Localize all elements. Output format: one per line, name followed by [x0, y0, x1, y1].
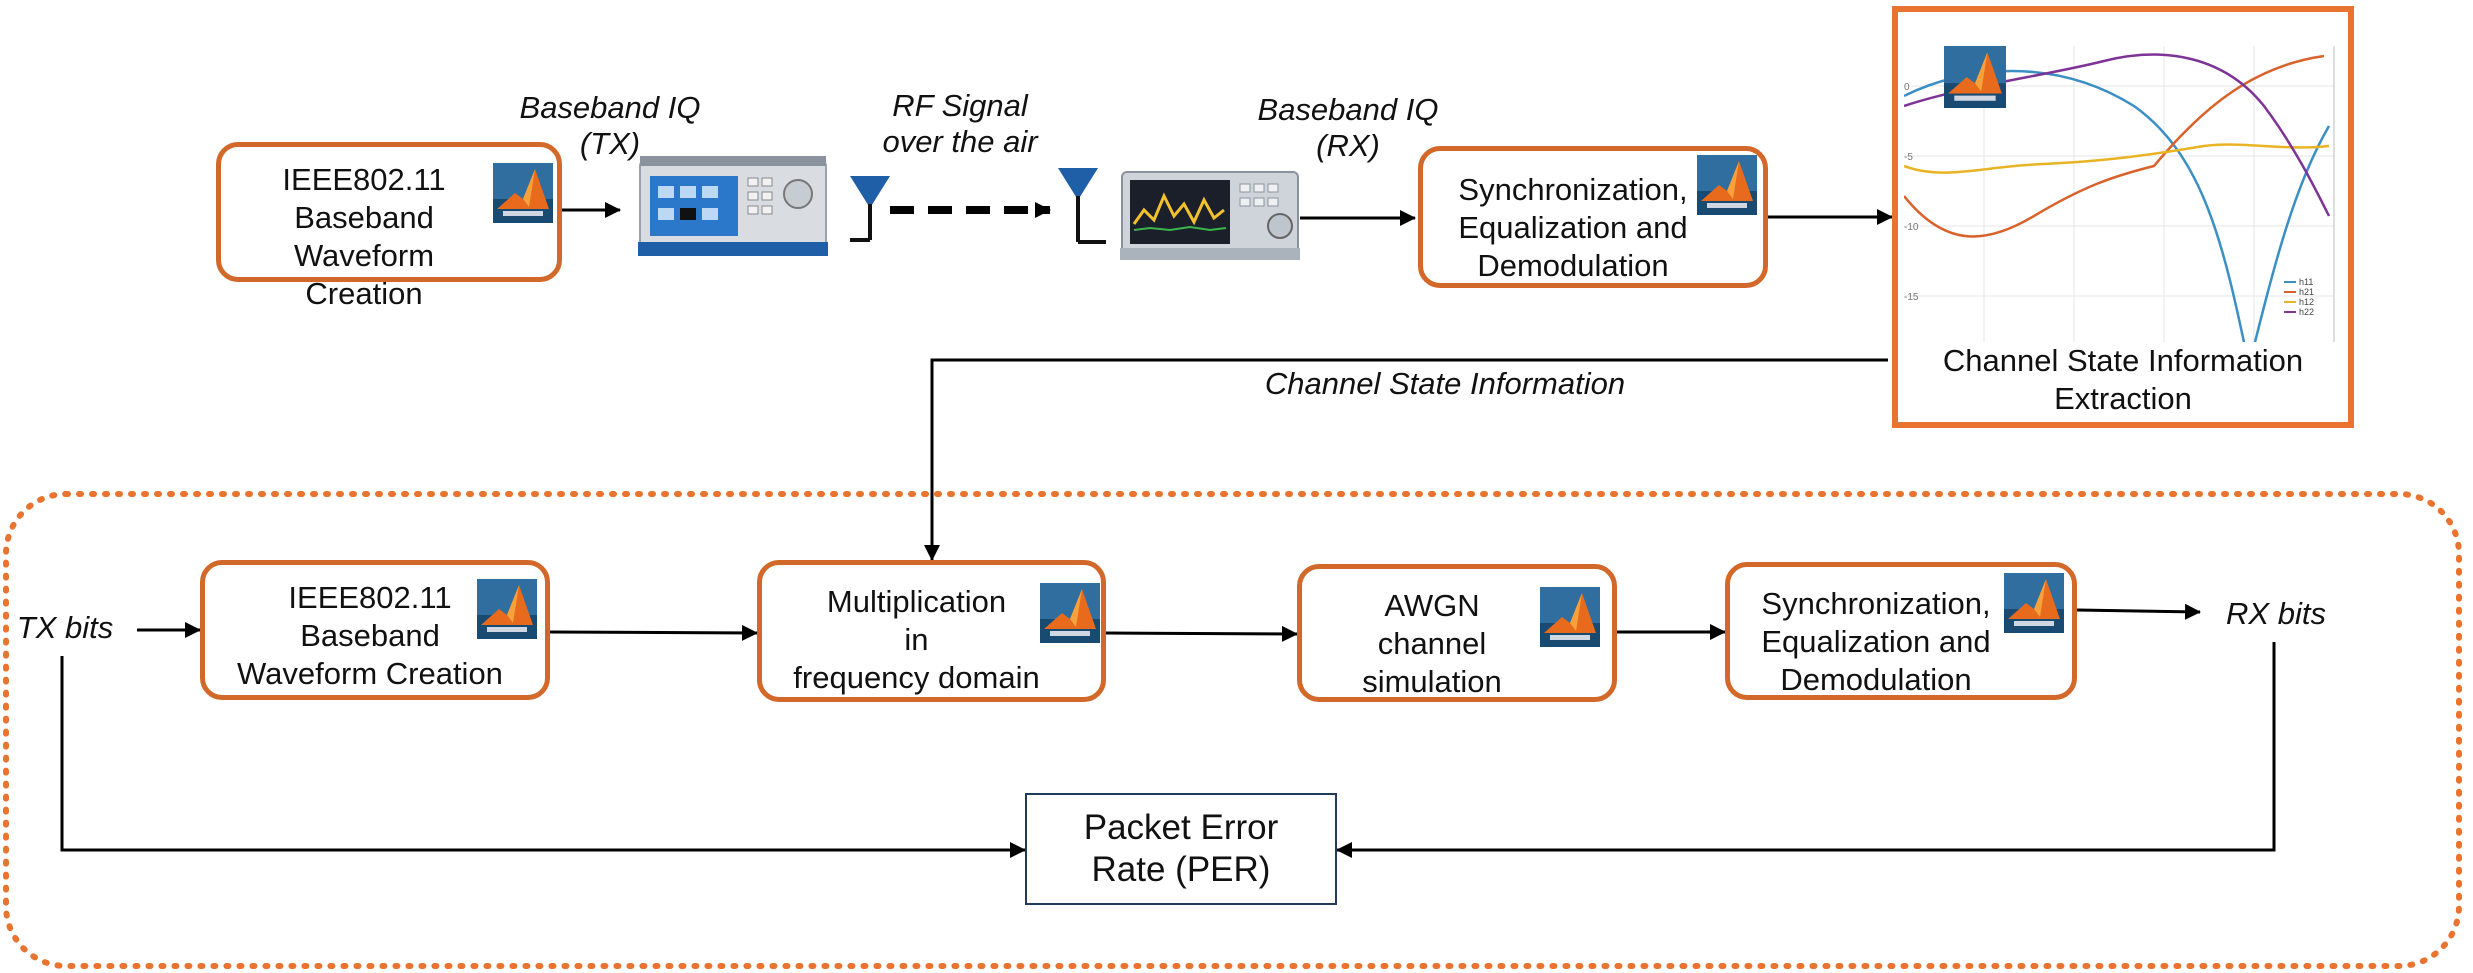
- matlab-logo-icon: [1040, 583, 1100, 643]
- csi-series-h11: [1904, 69, 2331, 367]
- svg-text:-5: -5: [1904, 152, 1913, 163]
- legend-h22: h22: [2299, 307, 2314, 317]
- bottom-sync-label: Synchronization, Equalization and Demodu…: [1761, 586, 1991, 697]
- simulation-region: [3, 491, 2462, 969]
- arrow-sync-to-rxbits: [2076, 603, 2201, 620]
- antenna-icon: [1058, 168, 1106, 244]
- csi-arrow-label: Channel State Information: [1264, 366, 1626, 401]
- arrow-txbits-to-per: [60, 656, 1026, 858]
- svg-text:0: 0: [1904, 82, 1910, 93]
- matlab-logo-icon: [1944, 46, 2006, 108]
- matlab-logo-icon: [493, 163, 553, 223]
- multiply-box: Multiplication in frequency domain: [757, 560, 1106, 702]
- svg-text:-10: -10: [1904, 222, 1919, 233]
- arrow-waveform-to-multiply: [549, 624, 758, 641]
- svg-text:-15: -15: [1904, 292, 1919, 303]
- multiply-label: Multiplication in frequency domain: [793, 584, 1040, 695]
- bottom-sync-box: Synchronization, Equalization and Demodu…: [1725, 562, 2077, 700]
- csi-extraction-label: Channel State Information Extraction: [1898, 342, 2348, 418]
- rx-bits-label: RX bits: [2226, 596, 2326, 631]
- matlab-logo-icon: [477, 579, 537, 639]
- top-sync-box: Synchronization, Equalization and Demodu…: [1418, 146, 1768, 288]
- csi-series-h12: [1904, 143, 2330, 174]
- matlab-logo-icon: [1540, 587, 1600, 647]
- signal-generator-icon: [638, 156, 828, 256]
- bottom-waveform-label: IEEE802.11 Baseband Waveform Creation: [237, 580, 503, 691]
- awgn-label: AWGN channel simulation: [1362, 588, 1502, 699]
- matlab-logo-icon: [2004, 573, 2064, 633]
- per-label: Packet Error Rate (PER): [1083, 808, 1279, 889]
- arrow-rxbits-to-per: [1336, 642, 2276, 858]
- matlab-logo-icon: [1697, 155, 1757, 215]
- awgn-box: AWGN channel simulation: [1297, 564, 1617, 702]
- antenna-icon: [850, 176, 890, 242]
- top-waveform-label: IEEE802.11 Baseband Waveform Creation: [282, 162, 446, 311]
- tx-bits-label: TX bits: [16, 610, 114, 645]
- top-waveform-box: IEEE802.11 Baseband Waveform Creation: [216, 142, 562, 311]
- legend-h12: h12: [2299, 297, 2314, 307]
- csi-legend: h11 h21 h12 h22: [2284, 277, 2314, 317]
- csi-extraction-box: 0-5-10-15-20 h11 h21 h12 h22 Channel Sta…: [1892, 6, 2354, 428]
- signal-analyzer-icon: [1120, 171, 1300, 260]
- legend-h11: h11: [2299, 277, 2313, 287]
- arrow-csi-to-multiply: [924, 358, 1888, 561]
- per-box: Packet Error Rate (PER): [1025, 793, 1337, 905]
- tx-iq-label: Baseband IQ (TX): [519, 90, 701, 161]
- arrow-multiply-to-awgn: [1105, 625, 1298, 642]
- rf-signal-label: RF Signal over the air: [882, 88, 1038, 159]
- rx-iq-label: Baseband IQ (RX): [1257, 92, 1439, 163]
- bottom-waveform-box: IEEE802.11 Baseband Waveform Creation: [200, 560, 550, 700]
- legend-h21: h21: [2299, 287, 2314, 297]
- top-sync-label: Synchronization, Equalization and Demodu…: [1458, 172, 1688, 283]
- csi-series-h21: [1904, 54, 2325, 238]
